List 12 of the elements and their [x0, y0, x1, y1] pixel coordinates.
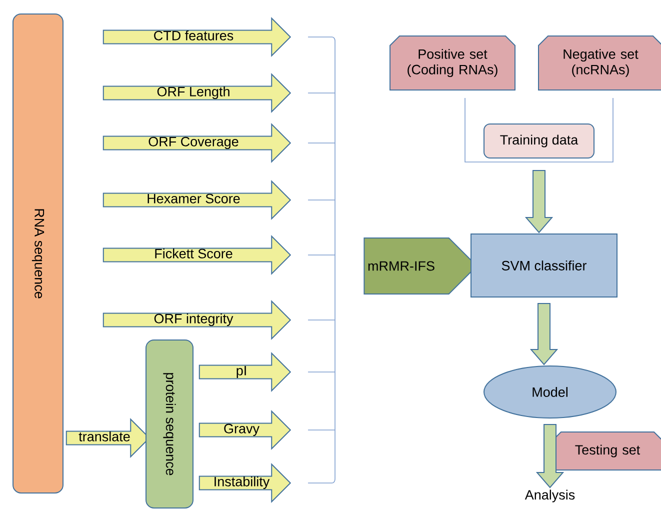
sequence-box: protein sequence	[146, 339, 194, 508]
data-box: Training data	[484, 124, 594, 158]
text-label: Analysis	[524, 490, 575, 502]
block-arrow	[530, 303, 558, 366]
data-set-box: Testing set	[551, 431, 661, 470]
sequence-box: RNA sequence	[12, 14, 64, 494]
data-set-box: Positive set (Coding RNAs)	[390, 36, 516, 90]
block-arrow	[536, 424, 564, 488]
block-arrow	[524, 170, 554, 234]
data-set-box: Negative set (ncRNAs)	[538, 36, 661, 90]
pentagon-box: mRMR-IFS	[364, 238, 478, 294]
classifier-box: SVM classifier	[470, 234, 618, 298]
